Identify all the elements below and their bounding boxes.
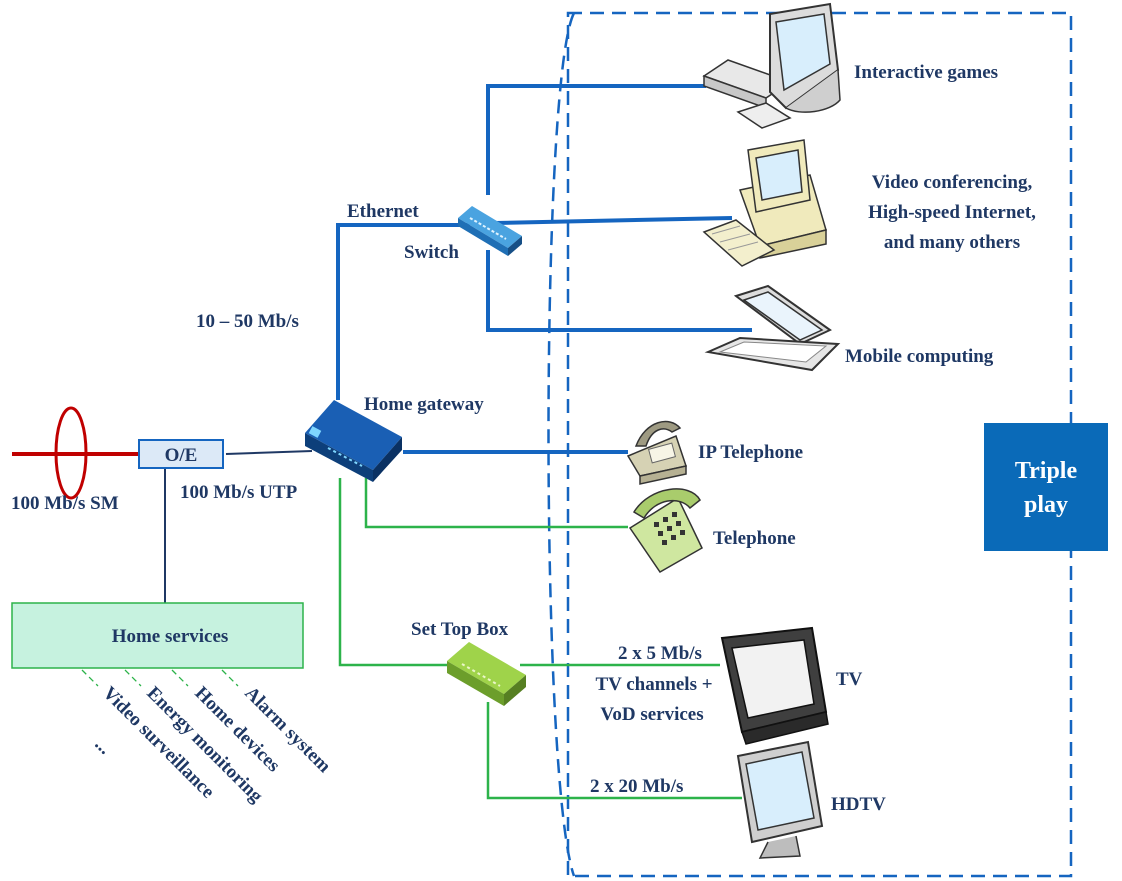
ethernet-lines xyxy=(336,84,752,454)
set-top-box-icon xyxy=(447,642,526,706)
label-tv-rate-line1: 2 x 5 Mb/s xyxy=(618,643,702,664)
home-gateway-icon xyxy=(305,400,402,482)
hdtv-icon xyxy=(736,740,824,859)
label-tv: TV xyxy=(836,669,863,690)
label-mobile-computing: Mobile computing xyxy=(845,346,994,367)
label-ip-telephone: IP Telephone xyxy=(698,442,803,463)
telephone-tv-lines xyxy=(338,478,742,800)
tv-icon xyxy=(720,626,829,745)
label-switch: Switch xyxy=(404,242,459,263)
label-video-conf-line3: and many others xyxy=(884,232,1020,253)
service-alarm-system: Alarm system xyxy=(240,683,334,777)
video-conferencing-pc-icon xyxy=(702,139,827,267)
telephone-icon xyxy=(628,488,703,573)
label-100-sm: 100 Mb/s SM xyxy=(11,493,119,514)
triple-play-label-line2: play xyxy=(1024,492,1068,518)
interactive-games-computer-icon xyxy=(702,2,841,129)
service-more: ... xyxy=(90,734,115,759)
label-home-gateway: Home gateway xyxy=(364,394,484,415)
label-tv-rate-line2: TV channels + xyxy=(595,674,712,695)
home-services-label: Home services xyxy=(112,626,229,647)
label-hdtv: HDTV xyxy=(831,794,886,815)
triple-play-box: Triple play xyxy=(984,423,1108,551)
oe-converter: O/E xyxy=(138,439,224,469)
label-video-conf-line1: Video conferencing, xyxy=(872,172,1033,193)
label-set-top-box: Set Top Box xyxy=(411,619,509,640)
oe-label: O/E xyxy=(165,445,198,466)
access-lines xyxy=(164,450,313,603)
home-services: Home services Alarm system Home devices … xyxy=(11,602,335,807)
label-tv-rate-line3: VoD services xyxy=(600,704,703,725)
label-interactive-games: Interactive games xyxy=(854,62,998,83)
ethernet-switch-icon xyxy=(458,206,522,256)
label-ethernet: Ethernet xyxy=(347,201,419,222)
triple-play-label-line1: Triple xyxy=(1015,458,1078,484)
ip-telephone-icon xyxy=(626,420,687,485)
label-hdtv-rate: 2 x 20 Mb/s xyxy=(590,776,683,797)
label-speed-ethernet: 10 – 50 Mb/s xyxy=(196,311,299,332)
label-telephone: Telephone xyxy=(713,528,796,549)
label-100-utp: 100 Mb/s UTP xyxy=(180,482,298,503)
laptop-icon xyxy=(704,284,841,372)
label-video-conf-line2: High-speed Internet, xyxy=(868,202,1036,223)
fiber-input xyxy=(12,406,138,500)
